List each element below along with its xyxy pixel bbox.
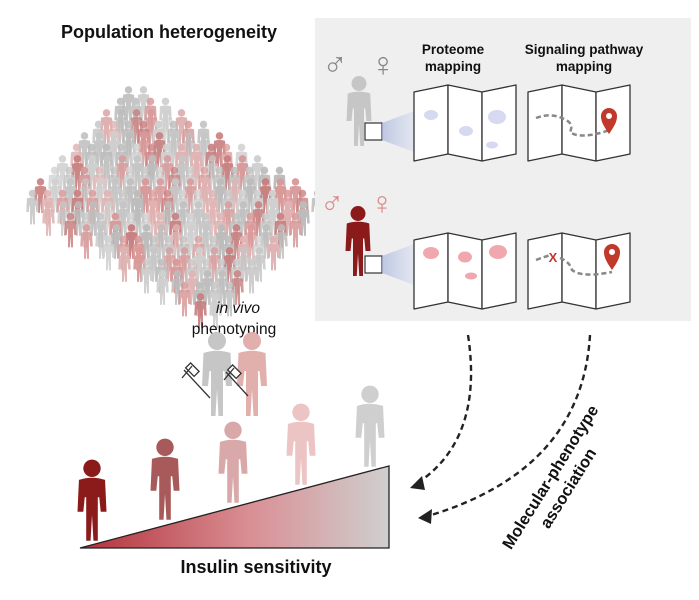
protein-blobs (423, 245, 507, 280)
signaling-path (559, 256, 613, 276)
insulin-sensitivity-label: Insulin sensitivity (180, 557, 331, 577)
sample-box (364, 122, 383, 141)
person-icon (77, 459, 107, 541)
signaling-mapping-label-line2: mapping (556, 59, 612, 74)
arrow-head (410, 476, 425, 490)
person-icon (150, 438, 180, 520)
person-icon (286, 403, 316, 485)
invivo-label: in vivo (216, 300, 260, 317)
proteome-mapping-label-line1: Proteome (422, 42, 485, 57)
person-icon (218, 421, 248, 503)
population-title: Population heterogeneity (61, 22, 277, 42)
dashed-arrow (427, 334, 592, 518)
person-icon (237, 332, 267, 416)
map-icon (413, 232, 517, 310)
male-symbol-icon: ♂ (322, 46, 348, 84)
male-symbol-icon: ♂ (320, 185, 344, 221)
insulin-sensitivity-wedge (79, 465, 390, 549)
arrow-head (418, 509, 432, 524)
phenotyping-label: phenotyping (192, 321, 276, 338)
sample-box (364, 255, 383, 274)
map-icon (527, 232, 631, 310)
dashed-arrow (415, 334, 473, 486)
signaling-mapping-label-line1: Signaling pathway (525, 42, 644, 57)
person-icon (355, 385, 385, 467)
female-symbol-icon: ♀ (370, 46, 396, 84)
syringe-icon (223, 364, 249, 397)
population-crowd (26, 86, 324, 328)
blocked-path-mark: X (549, 250, 558, 265)
zoom-beam (382, 244, 414, 285)
syringe-icon (181, 362, 211, 399)
zoom-beam (382, 111, 414, 152)
proteome-mapping-label-line2: mapping (425, 59, 481, 74)
location-pin-icon (604, 244, 620, 270)
signaling-path (535, 253, 553, 262)
female-symbol-icon: ♀ (370, 185, 394, 221)
location-pin-icon (601, 108, 617, 134)
protein-blobs (424, 110, 506, 149)
